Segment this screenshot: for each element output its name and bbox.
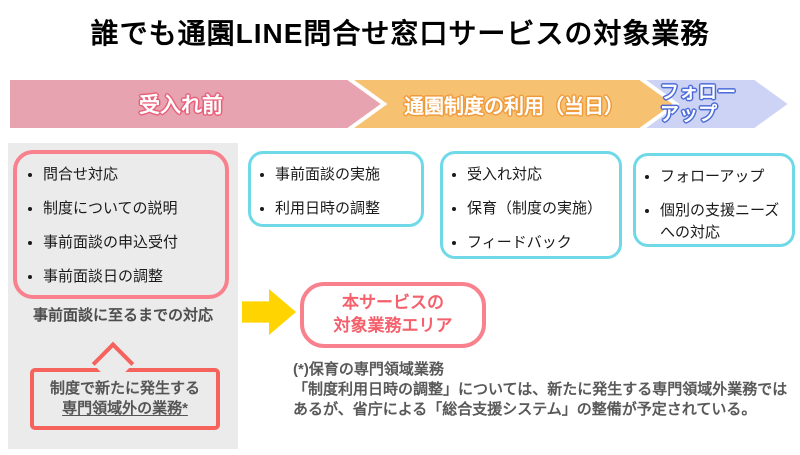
phase-arrow-pre-acceptance <box>6 76 388 132</box>
right-arrow-icon <box>242 289 296 335</box>
inquiry-tasks-list: 問合せ対応 制度についての説明 事前面談の申込受付 事前面談日の調整 <box>17 154 225 294</box>
page-title: 誰でも通園LINE問合せ窓口サービスの対象業務 <box>90 18 710 49</box>
inquiry-tasks-box: 問合せ対応 制度についての説明 事前面談の申込受付 事前面談日の調整 <box>13 150 229 299</box>
list-item: 事前面談日の調整 <box>43 260 219 294</box>
pre-interview-caption: 事前面談に至るまでの対応 <box>32 307 213 324</box>
list-item: 制度についての説明 <box>43 192 219 226</box>
usage-box: 受入れ対応 保育（制度の実施） フィードバック <box>440 151 622 259</box>
usage-list: 受入れ対応 保育（制度の実施） フィードバック <box>443 154 619 260</box>
service-area-box: 本サービスの 対象業務エリア <box>300 282 486 348</box>
interview-list: 事前面談の実施 利用日時の調整 <box>251 154 421 226</box>
phase-arrows-graphic <box>6 76 795 132</box>
callout-line1: 制度で新たに発生する <box>49 380 200 397</box>
interview-box: 事前面談の実施 利用日時の調整 <box>248 151 424 227</box>
footnote-heading: (*)保育の専門領域業務 <box>293 361 444 378</box>
list-item: 受入れ対応 <box>467 158 615 192</box>
footnote: (*)保育の専門領域業務 「制度利用日時の調整」については、新たに発生する専門領… <box>293 360 795 419</box>
new-tasks-callout: 制度で新たに発生する 専門領域外の業務* <box>30 341 220 430</box>
list-item: 個別の支援ニーズへの対応 <box>660 194 788 250</box>
list-item: 利用日時の調整 <box>275 192 417 226</box>
callout-line2: 専門領域外の業務* <box>62 400 188 417</box>
footnote-body: 「制度利用日時の調整」については、新たに発生する専門領域外業務ではあるが、省庁に… <box>293 380 788 418</box>
phase-label-followup: フォロー アップ <box>660 82 737 125</box>
list-item: 保育（制度の実施） <box>467 192 615 226</box>
followup-box: フォローアップ 個別の支援ニーズへの対応 <box>633 153 795 247</box>
list-item: フィードバック <box>467 226 615 260</box>
list-item: 事前面談の実施 <box>275 158 417 192</box>
phase-label-pre-acceptance: 受入れ前 <box>139 94 223 117</box>
list-item: 事前面談の申込受付 <box>43 226 219 260</box>
phase-label-usage: 通園制度の利用（当日） <box>404 95 624 118</box>
list-item: フォローアップ <box>660 160 788 194</box>
process-phase-arrows: 受入れ前 通園制度の利用（当日） フォロー アップ <box>0 76 800 132</box>
followup-list: フォローアップ 個別の支援ニーズへの対応 <box>636 156 792 250</box>
list-item: 問合せ対応 <box>43 158 219 192</box>
